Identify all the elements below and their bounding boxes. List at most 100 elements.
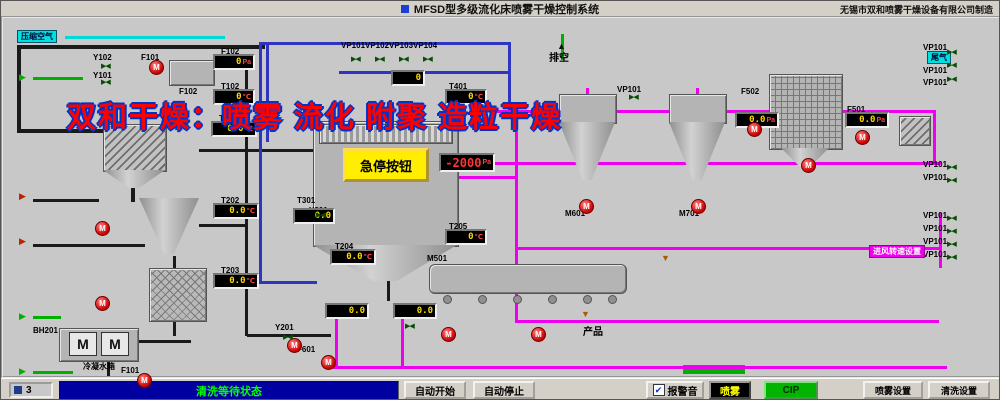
button-CIP[interactable]: CIP (764, 381, 818, 399)
equipment-label: BH201 (33, 326, 58, 335)
cyclone-b-body (669, 94, 727, 124)
display-unit: ℃ (242, 94, 251, 101)
equipment-label: Y101 (93, 71, 112, 80)
button-label: 自动开始 (415, 386, 455, 398)
component-f102 (169, 60, 215, 86)
pipe-segment (457, 176, 515, 179)
valve-icon[interactable]: ▶◀ (375, 56, 385, 63)
equipment-label: T401 (449, 82, 468, 91)
pipe-segment (107, 360, 110, 376)
pipe-segment (259, 42, 511, 45)
valve-icon[interactable]: ▶◀ (423, 56, 433, 63)
valve-icon[interactable]: ▶◀ (947, 62, 957, 69)
valve-icon[interactable]: ▶◀ (316, 212, 326, 219)
equipment-label: 排空 (549, 53, 569, 64)
value-display: 0.0 (325, 303, 369, 319)
pipe-segment (387, 281, 390, 301)
valve-icon[interactable]: ▶◀ (629, 94, 639, 101)
pump-icon[interactable]: M (531, 327, 546, 342)
button-喷雾[interactable]: 喷雾 (709, 381, 751, 399)
pump-icon[interactable]: M (149, 60, 164, 75)
pipe-segment (65, 36, 225, 39)
button-报警音[interactable]: ✔报警音 (646, 381, 704, 399)
cyclone-a-body (559, 94, 617, 124)
equipment-label: VP103 (389, 41, 414, 50)
valve-icon[interactable]: ▶◀ (947, 164, 957, 171)
display-value: 0.0 (749, 115, 766, 125)
pipe-segment (247, 334, 331, 337)
flow-arrow-icon: ▶ (19, 366, 26, 376)
pipe-segment (515, 320, 939, 323)
alarm-sound-checkbox-icon[interactable]: ✔ (652, 384, 665, 396)
flow-tag: 尾气 (927, 51, 951, 64)
valve-icon[interactable]: ▶◀ (947, 241, 957, 248)
pipe-segment (933, 110, 936, 164)
display-unit: ℃ (246, 278, 255, 285)
equipment-label: VP101 (923, 43, 948, 52)
pump-icon[interactable]: M (691, 199, 706, 214)
valve-icon[interactable]: ▶◀ (101, 63, 111, 70)
cyclone-left (139, 198, 199, 254)
value-display: 0℃ (445, 89, 487, 105)
button-清洗设置[interactable]: 清洗设置 (928, 381, 990, 399)
display-unit: Pa (766, 116, 775, 124)
valve-icon[interactable]: ▶◀ (947, 177, 957, 184)
display-value: 0.0 (859, 115, 876, 125)
emergency-stop-button[interactable]: 急停按钮 (343, 148, 429, 182)
display-value: 0.0 (346, 252, 363, 262)
button-label: 喷雾设置 (874, 385, 911, 396)
button-自动停止[interactable]: 自动停止 (473, 381, 535, 399)
pump-icon[interactable]: M (321, 355, 336, 370)
valve-icon[interactable]: ▶◀ (947, 228, 957, 235)
valve-icon[interactable]: ▶◀ (947, 76, 957, 83)
valve-icon[interactable]: ▶◀ (947, 215, 957, 222)
valve-icon[interactable]: ▶◀ (405, 323, 415, 330)
pump-icon[interactable]: M (137, 373, 152, 388)
flow-arrow-icon: ▶ (19, 191, 26, 201)
pipe-segment (33, 244, 145, 247)
display-unit: Pa (242, 58, 251, 66)
pipe-segment (199, 149, 313, 152)
pump-icon[interactable]: M (855, 130, 870, 145)
valve-icon[interactable]: ▶◀ (947, 254, 957, 261)
pump-icon[interactable]: M (441, 327, 456, 342)
display-value: 0 (468, 232, 474, 242)
pump-icon[interactable]: M (95, 296, 110, 311)
display-unit: ℃ (244, 126, 253, 133)
valve-icon[interactable]: ▶◀ (283, 334, 293, 341)
flow-tag: 进风转速设置 (869, 245, 925, 258)
pump-icon[interactable]: M (95, 221, 110, 236)
button-喷雾设置[interactable]: 喷雾设置 (863, 381, 923, 399)
equipment-label: T202 (221, 196, 240, 205)
equipment-label: T203 (221, 266, 240, 275)
button-自动开始[interactable]: 自动开始 (404, 381, 466, 399)
pump-icon[interactable]: M (579, 199, 594, 214)
valve-icon[interactable]: ▶◀ (399, 56, 409, 63)
bed-roller (548, 295, 557, 304)
company-name: 无锡市双和喷雾干燥设备有限公司制造 (839, 5, 993, 15)
valve-icon[interactable]: ▶◀ (101, 79, 111, 86)
equipment-label: VP101 (923, 160, 948, 169)
dryer-top-filter (319, 124, 453, 144)
equipment-label: Y102 (93, 53, 112, 62)
button-label: 报警音 (667, 386, 698, 398)
pump-icon[interactable]: M (801, 158, 816, 173)
valve-icon[interactable]: ▶◀ (351, 56, 361, 63)
bed-roller (513, 295, 522, 304)
status-text: 清洗等待状态 (196, 386, 262, 398)
pipe-segment (199, 224, 247, 227)
pump-icon[interactable]: M (747, 122, 762, 137)
bed-roller (608, 295, 617, 304)
equipment-label: 冷凝水箱 (83, 362, 115, 371)
pipe-segment (508, 42, 511, 110)
display-value: 0.0 (348, 306, 365, 316)
valve-icon[interactable]: ▶◀ (947, 49, 957, 56)
tank-pump-icon: M (69, 332, 97, 356)
exhaust-silencer (899, 116, 931, 146)
cyclone-a-cone (559, 122, 615, 180)
pipe-segment (515, 110, 518, 322)
pump-icon[interactable]: M (287, 338, 302, 353)
